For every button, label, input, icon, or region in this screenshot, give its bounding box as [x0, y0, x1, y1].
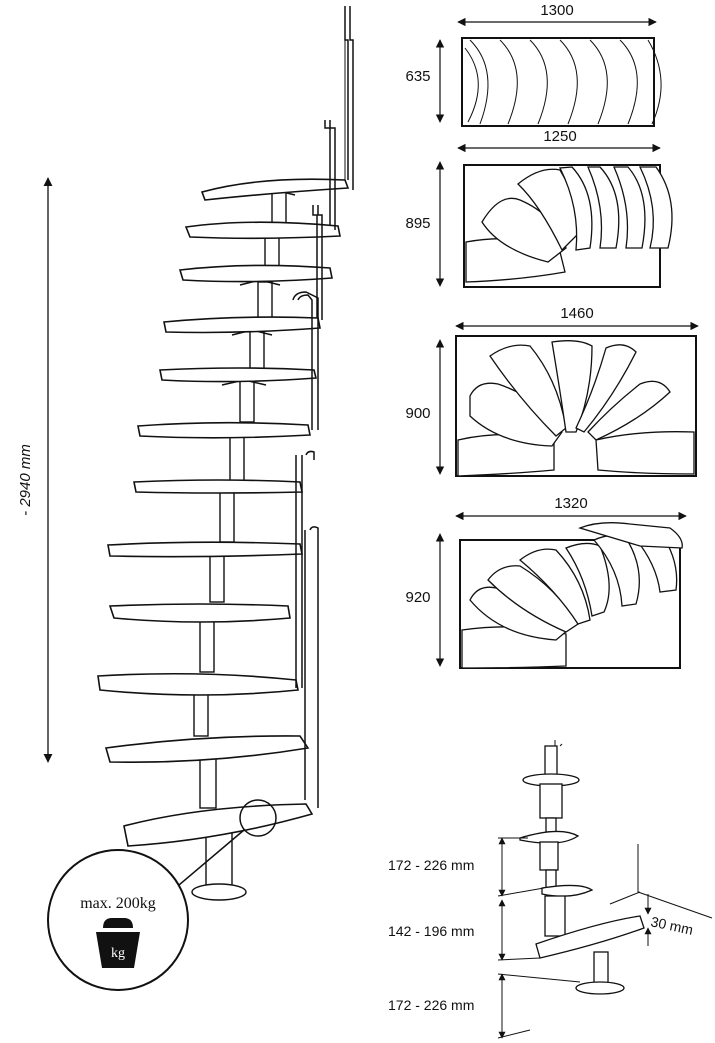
- plan-view-4: 1320 920: [405, 495, 687, 669]
- tread-5: [159, 367, 318, 383]
- detail-magnifier: [239, 799, 277, 837]
- plan-2-depth: 895: [405, 215, 430, 232]
- plan-3-depth: 900: [405, 405, 430, 422]
- tread-2: [184, 221, 341, 240]
- tread-8: [107, 541, 303, 558]
- weight-icon-label: kg: [111, 946, 125, 961]
- load-capacity-text: max. 200kg: [80, 895, 156, 912]
- plan-3-width: 1460: [560, 305, 593, 322]
- tread-3: [178, 264, 333, 283]
- rise-bottom-label: 172 - 226 mm: [388, 997, 474, 1013]
- rise-top-label: 172 - 226 mm: [388, 857, 474, 873]
- tread-9: [108, 603, 291, 623]
- plan-view-2: 1250 895: [405, 128, 673, 288]
- plan-4-depth: 920: [405, 589, 430, 606]
- load-capacity-badge: max. 200kg kg: [47, 849, 189, 991]
- stair-treads: [97, 178, 350, 847]
- plan-4-width: 1320: [554, 495, 587, 512]
- tread-1: [200, 178, 350, 201]
- overall-height-label: - 2940 mm: [17, 444, 34, 516]
- plan-1-depth: 635: [405, 68, 430, 85]
- handrail: [292, 6, 354, 808]
- overall-height-dimension: - 2940 mm: [17, 177, 53, 763]
- rise-mid-label: 142 - 196 mm: [388, 923, 474, 939]
- plan-view-1: 1300 635: [405, 2, 662, 127]
- plan-2-width: 1250: [543, 128, 576, 145]
- tread-4: [163, 316, 321, 334]
- weight-icon: kg: [96, 918, 140, 968]
- tread-12: [123, 803, 314, 847]
- tread-7: [133, 479, 303, 494]
- tread-10: [97, 672, 299, 696]
- plan-1-width: 1300: [540, 2, 573, 19]
- tread-11: [104, 735, 310, 764]
- tread-thickness-label: 30 mm: [649, 913, 694, 938]
- staircase-elevation: [97, 6, 354, 901]
- tread-6: [137, 421, 311, 439]
- plan-view-3: 1460 900: [405, 305, 699, 477]
- step-rise-detail: 172 - 226 mm 142 - 196 mm 172 - 226 mm 3…: [388, 740, 713, 1039]
